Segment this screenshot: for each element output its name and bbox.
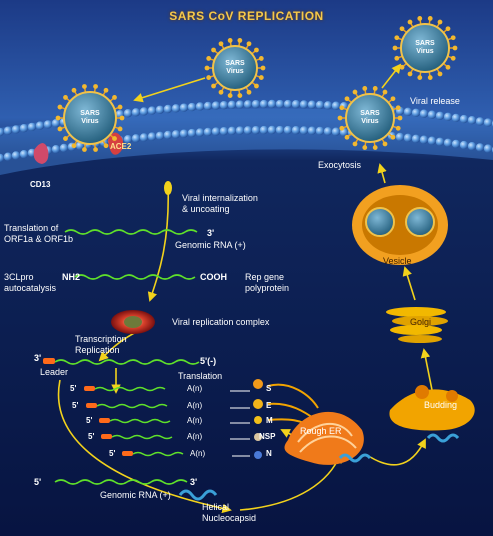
exocytosis-label: Exocytosis [318,160,362,170]
virus-name-line: SARS [360,110,380,117]
receptor-cd13 [33,143,49,164]
leader-caps [43,358,133,456]
transcription-label: Transcription Replication [75,334,127,355]
virus-type-line: Virus [81,118,99,125]
subgenomic-poly-a: A(n) [187,432,203,441]
budding-structure [389,385,475,431]
virus-name-line: SARS [415,40,435,47]
virus-released [392,16,458,80]
virus-name-line: SARS [80,110,100,117]
subgenomic-five-prime: 5' [86,416,93,425]
protein-label-nsp: NSP [259,432,276,441]
subgenomic-poly-a: A(n) [187,416,203,425]
replication-complex-label: Viral replication complex [172,317,270,327]
ace2-label: ACE2 [110,142,132,151]
cd13-label: CD13 [30,180,51,189]
nh2-label: NH2 [62,272,81,282]
protein-label-n: N [266,449,272,458]
genomic-rna-top-label: Genomic RNA (+) [175,240,246,250]
subgenomic-five-prime: 5' [88,432,95,441]
rep-polyprotein-label: Rep gene polyprotein [245,272,290,293]
vesicle-label: Vesicle [383,256,412,266]
virus-exiting [337,86,403,150]
rough-er [284,411,364,465]
five-prime-minus-label: 5'(-) [200,356,217,366]
diagram-title: SARS CoV REPLICATION [169,9,324,23]
virus-type-line: Virus [361,118,379,125]
subgenomic-poly-a: A(n) [187,384,203,393]
subgenomic-five-prime: 5' [70,384,77,393]
five-prime-bottom: 5' [34,477,42,487]
protein-label-s: S [266,384,272,393]
rough-er-label: Rough ER [300,426,342,436]
virus-type-line: Virus [416,48,434,55]
subgenomic-poly-a: A(n) [190,449,206,458]
viral-release-label: Viral release [410,96,460,106]
virus-type-line: Virus [226,68,244,75]
replication-complex-core [124,316,142,328]
threeclpro-label: 3CLpro autocatalysis [4,272,57,293]
three-prime-top: 3' [207,228,215,238]
virus-bound [55,84,125,152]
receptor-ace2 [108,132,124,155]
three-prime-mid: 3' [34,353,42,363]
nucleocapsid-helix [178,433,460,501]
internalization-label: Viral internalization & uncoating [182,193,258,214]
translation-label: Translation [178,371,223,381]
cooh-label: COOH [200,272,227,282]
subgenomic-poly-a: A(n) [187,401,203,410]
translation-arrows [230,390,250,457]
protein-label-e: E [266,401,272,410]
protein-label-m: M [266,416,273,425]
golgi-label: Golgi [410,317,432,327]
rna-strands [54,229,200,485]
subgenomic-five-prime: 5' [109,449,116,458]
virus-name-line: SARS [225,60,245,67]
helical-nucleocapsid-label: Helical Nucleocapsid [202,502,257,523]
virus-particles [55,16,458,152]
leader-label: Leader [40,367,69,377]
golgi-apparatus [386,307,448,343]
budding-label: Budding [424,400,458,410]
protein-beads [253,379,263,459]
virus-entering [204,38,266,98]
vesicle [352,185,448,265]
genomic-rna-bottom-label: Genomic RNA (+) [100,490,171,500]
subgenomic-five-prime: 5' [72,401,79,410]
translation-orf-label: Translation of ORF1a & ORF1b [4,223,74,244]
three-prime-bottom: 3' [190,477,198,487]
internalized-virus [164,181,172,195]
